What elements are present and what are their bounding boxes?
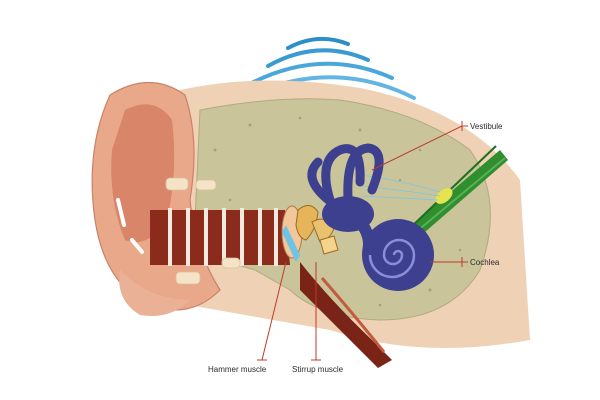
leader-line-vestibule	[371, 125, 463, 171]
label-vestibule: Vestibule	[470, 122, 503, 131]
ear-canal	[150, 210, 290, 265]
eustachian-tube	[300, 262, 392, 368]
sound-wave-1	[286, 36, 350, 50]
stirrup-ossicle	[319, 235, 339, 255]
sound-wave-3	[244, 61, 394, 88]
hammer-ossicle	[295, 205, 319, 241]
ear-canal-rings	[168, 208, 278, 266]
vestibule-semicircular-canals	[307, 143, 384, 210]
label-stirrup-muscle: Stirrup muscle	[292, 365, 344, 374]
middle-ear-blue-highlight	[282, 225, 300, 262]
earlobe	[119, 270, 190, 316]
cochlea	[362, 219, 434, 291]
cartilage-patches	[165, 177, 241, 285]
label-cochlea: Cochlea	[470, 258, 500, 267]
eustachian-tube-lining	[320, 277, 386, 353]
outer-ear-fold	[111, 104, 175, 243]
cochlea-connector	[355, 218, 375, 254]
cochlea-spiral	[368, 238, 416, 279]
leader-lines	[257, 121, 468, 361]
leader-line-hammer-muscle	[261, 261, 287, 361]
pinna-highlights	[116, 198, 144, 254]
label-hammer-muscle: Hammer muscle	[208, 365, 267, 374]
sound-wave-2	[266, 48, 370, 68]
